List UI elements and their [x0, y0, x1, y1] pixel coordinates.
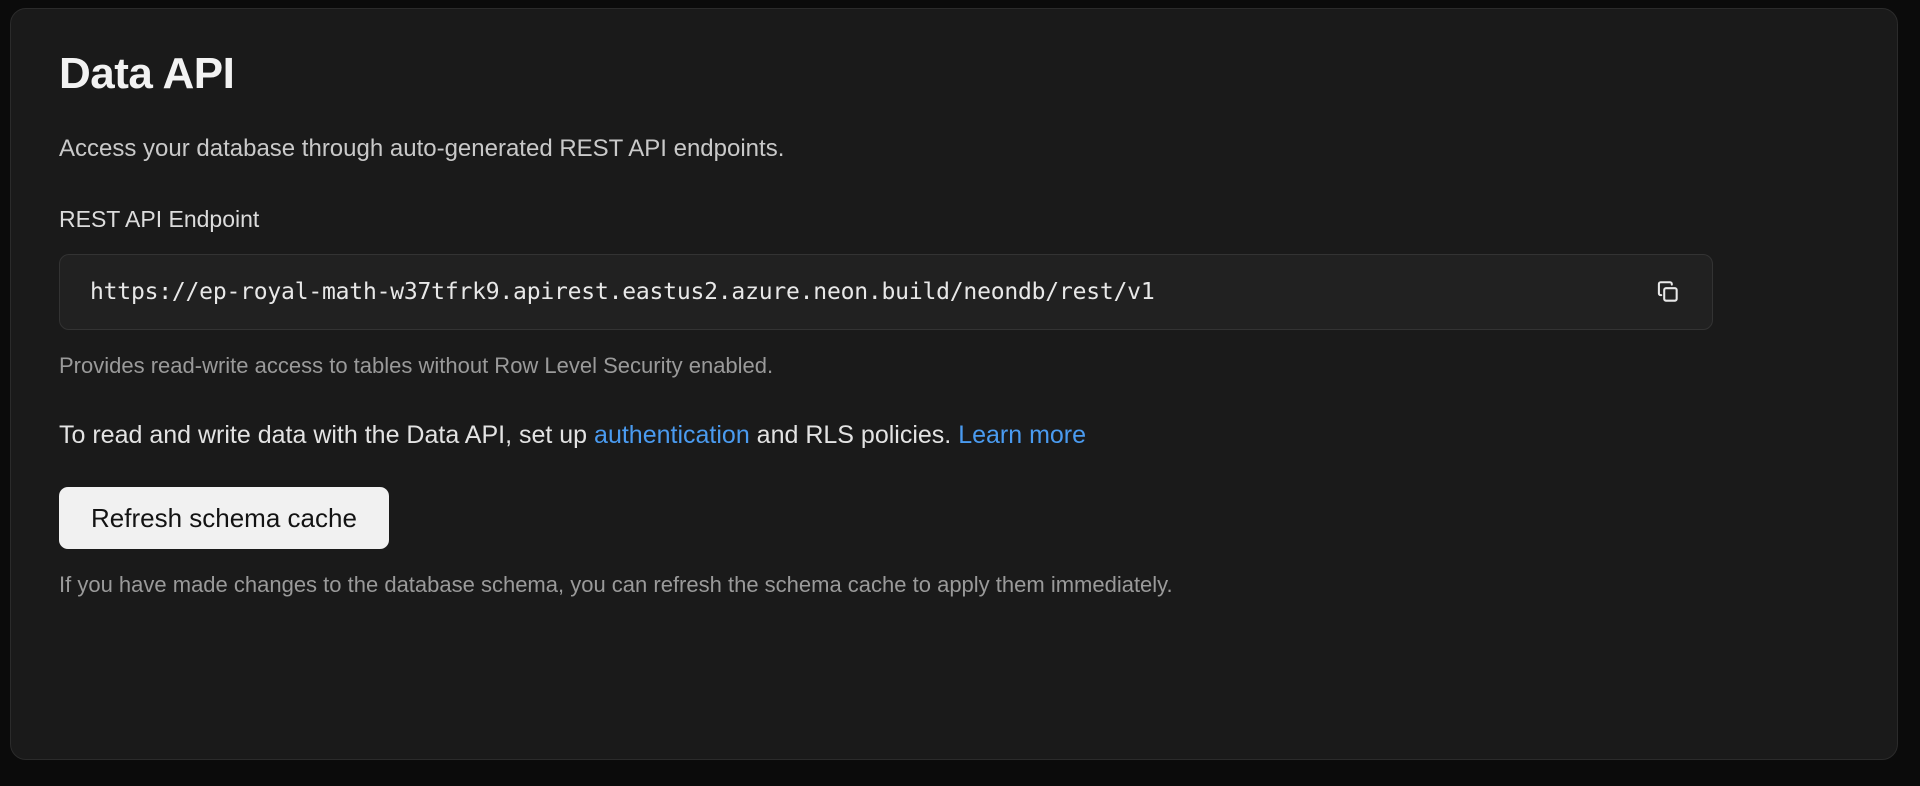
page-subtitle: Access your database through auto-genera…	[59, 135, 785, 163]
info-text-part1: To read and write data with the Data API…	[59, 420, 595, 449]
endpoint-help-text: Provides read-write access to tables wit…	[59, 352, 774, 378]
refresh-schema-cache-button[interactable]: Refresh schema cache	[59, 487, 389, 550]
rls-info-line: To read and write data with the Data API…	[59, 419, 1849, 452]
data-api-card: Data API Access your database through au…	[10, 8, 1898, 760]
endpoint-field-label: REST API Endpoint	[59, 206, 260, 233]
refresh-help-text: If you have made changes to the database…	[59, 572, 1173, 598]
copy-icon	[1655, 279, 1681, 305]
endpoint-input-row[interactable]: https://ep-royal-math-w37tfrk9.apirest.e…	[59, 253, 1713, 330]
info-text-part2: and RLS policies.	[749, 420, 959, 449]
endpoint-url-value[interactable]: https://ep-royal-math-w37tfrk9.apirest.e…	[90, 278, 1155, 305]
authentication-link[interactable]: authentication	[594, 420, 750, 449]
learn-more-link[interactable]: Learn more	[958, 420, 1087, 449]
card-content: Data API Access your database through au…	[11, 9, 1897, 600]
copy-endpoint-button[interactable]	[1646, 270, 1690, 314]
page-title: Data API	[59, 49, 235, 98]
